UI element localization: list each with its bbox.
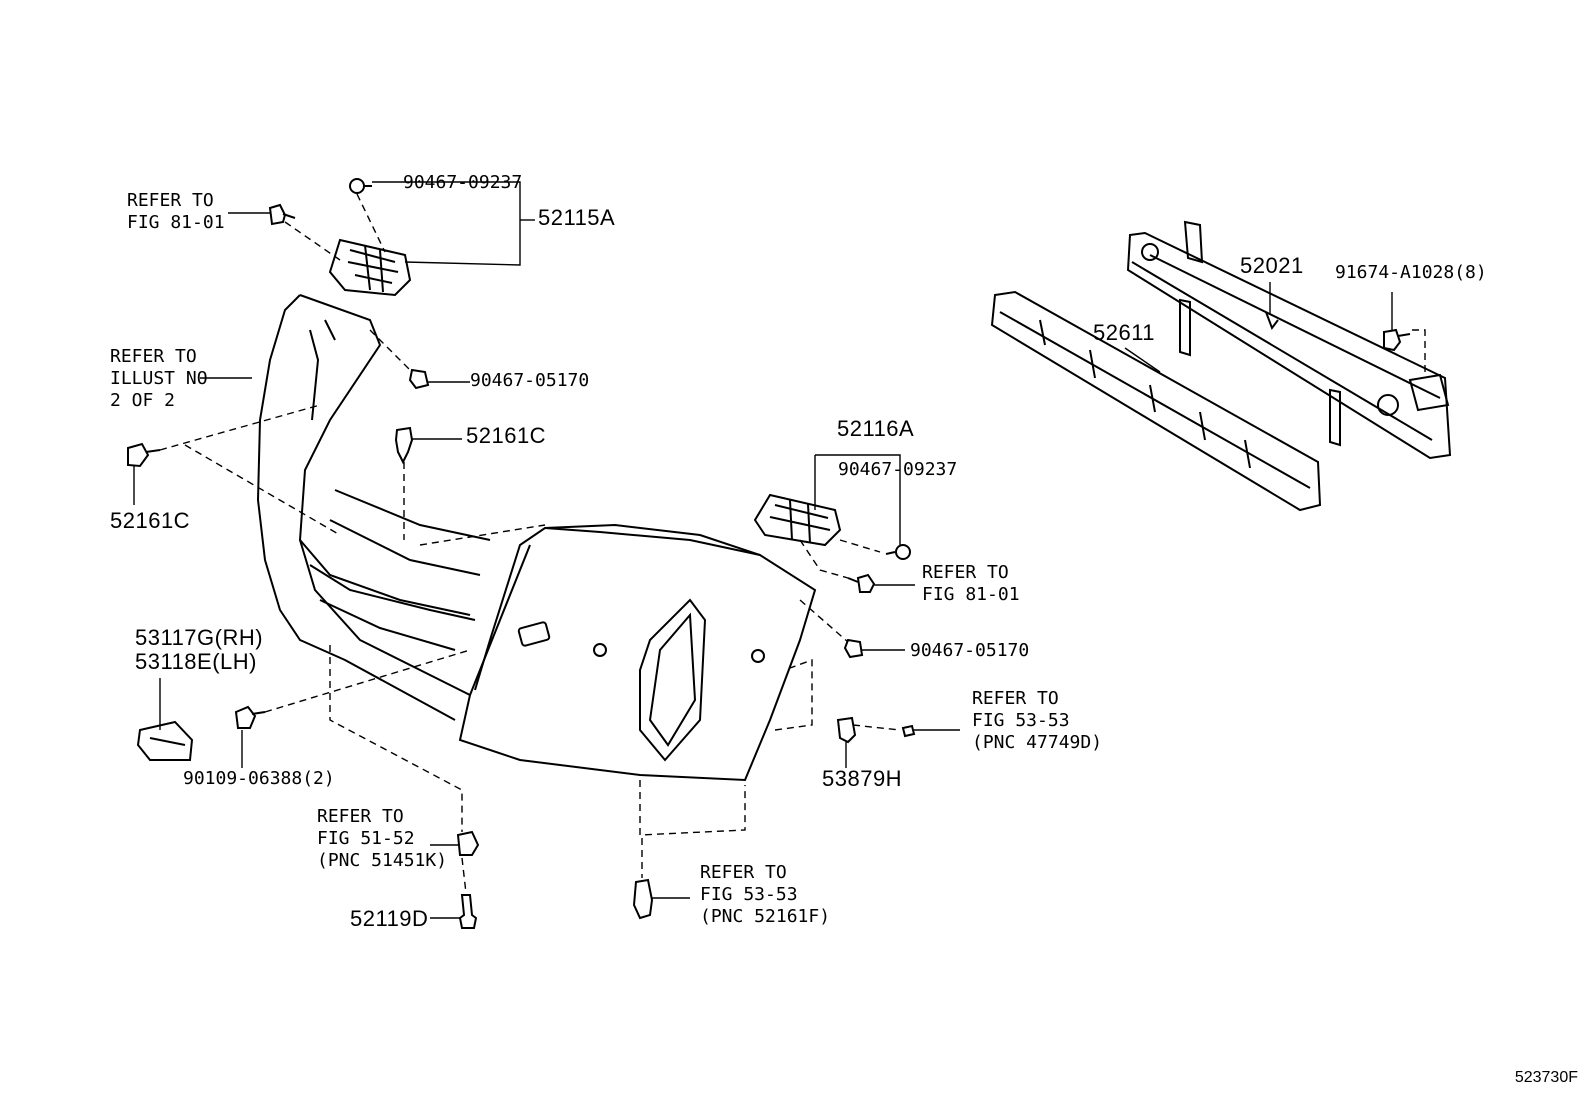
callout-line: FIG 51-52: [317, 828, 415, 849]
callout-53117G: 53117G(RH): [135, 625, 264, 650]
callout-91674-A1028: 91674-A1028(8): [1335, 262, 1487, 283]
clip-refer-51-52: [456, 830, 480, 856]
assembly-dashed-lines: [159, 193, 1426, 894]
callout-line: REFER TO: [972, 688, 1059, 709]
clip-52161C-left: [127, 442, 161, 468]
pin-refer-53-53-upper: [901, 724, 916, 738]
callout-52021: 52021: [1240, 253, 1304, 278]
callout-refer-fig-51-52: REFER TO FIG 51-52 (PNC 51451K): [317, 806, 447, 872]
callout-line: REFER TO: [922, 562, 1009, 583]
callout-53879H: 53879H: [822, 766, 903, 791]
callout-90467-09237-right: 90467-09237: [838, 459, 958, 480]
callout-52161C-upper: 52161C: [466, 423, 547, 448]
callout-90109-06388: 90109-06388(2): [183, 768, 335, 789]
front-bumper-cover: [256, 294, 817, 782]
bracket-53117G-53118E: [136, 720, 194, 761]
callout-90467-05170-right: 90467-05170: [910, 640, 1030, 661]
energy-absorber-52611: [990, 290, 1322, 512]
callout-refer-fig-53-53-upper: REFER TO FIG 53-53 (PNC 47749D): [972, 688, 1102, 754]
callout-52119D: 52119D: [350, 906, 429, 931]
figure-id: 523730F: [1514, 1069, 1578, 1086]
callout-52161C-left: 52161C: [110, 508, 191, 533]
callout-line: REFER TO: [317, 806, 404, 827]
callout-refer-fig-81-01-right: REFER TO FIG 81-01: [922, 562, 1020, 606]
callout-line: REFER TO: [700, 862, 787, 883]
callout-52115A: 52115A: [538, 205, 616, 230]
callout-line: REFER TO: [127, 190, 214, 211]
screw-refer-81-01-right: [847, 573, 876, 593]
bracket-52116A: [753, 493, 842, 547]
bumper-reinforcement-52021: [1126, 220, 1452, 460]
callout-line: (PNC 52161F): [700, 906, 831, 927]
bolt-90467-09237-right: [885, 544, 911, 560]
bolt-90467-09237-top: [349, 178, 372, 194]
callout-52116A: 52116A: [837, 416, 915, 441]
clip-90467-05170-right: [843, 638, 864, 659]
bolt-91674-A1028: [1383, 328, 1411, 352]
callout-line: FIG 81-01: [127, 212, 225, 233]
callout-90467-09237-top: 90467-09237: [403, 172, 523, 193]
callout-line: REFER TO: [110, 346, 197, 367]
callout-refer-fig-53-53-lower: REFER TO FIG 53-53 (PNC 52161F): [700, 862, 830, 928]
callout-line: FIG 53-53: [700, 884, 798, 905]
callout-line: FIG 53-53: [972, 710, 1070, 731]
callout-line: FIG 81-01: [922, 584, 1020, 605]
clip-refer-53-53-lower: [632, 878, 654, 920]
callout-line: (PNC 51451K): [317, 850, 448, 871]
screw-refer-81-01-top: [268, 203, 296, 226]
callout-90467-05170-top: 90467-05170: [470, 370, 590, 391]
bolt-90109-06388: [234, 705, 266, 729]
clip-52161C-upper: [394, 426, 414, 465]
callout-refer-illust: REFER TO ILLUST NO 2 OF 2: [110, 346, 208, 412]
callout-line: 2 OF 2: [110, 390, 176, 411]
bracket-53879H: [836, 716, 857, 744]
callout-line: ILLUST NO: [110, 368, 208, 389]
callout-refer-fig-81-01-top: REFER TO FIG 81-01: [127, 190, 225, 234]
leader-lines: [133, 181, 1393, 919]
bracket-52115A: [328, 238, 412, 297]
callout-line: (PNC 47749D): [972, 732, 1103, 753]
callout-53118E: 53118E(LH): [135, 649, 257, 674]
callout-52611: 52611: [1093, 320, 1156, 345]
clip-90467-05170-top: [408, 368, 430, 390]
screw-52119D: [458, 894, 478, 929]
